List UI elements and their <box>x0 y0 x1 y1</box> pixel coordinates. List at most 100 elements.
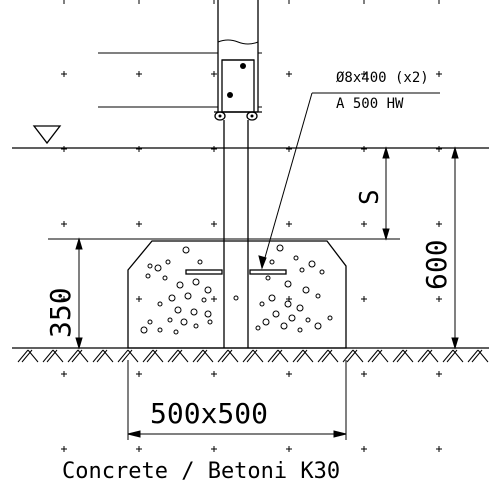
ground-hatch-mark <box>317 349 339 363</box>
grid-marks <box>61 0 442 452</box>
ground-hatch-mark <box>367 349 389 363</box>
rebar-spec-label: Ø8x400 (x2) <box>336 70 429 86</box>
aggregate-stone <box>314 322 322 330</box>
post <box>217 0 259 113</box>
grid-cross <box>436 371 442 377</box>
ground-hatch-mark <box>42 349 64 363</box>
aggregate-stone <box>180 318 188 326</box>
ground-hatch-mark <box>117 349 139 363</box>
grid-cross <box>61 371 67 377</box>
pole-shaft <box>223 120 249 348</box>
aggregate-stone <box>204 310 212 318</box>
grid-cross <box>436 71 442 77</box>
aggregate-stone <box>255 325 261 331</box>
grid-cross <box>361 371 367 377</box>
aggregate-stone <box>167 317 173 323</box>
grid-cross <box>136 221 142 227</box>
aggregate-stone <box>299 267 305 273</box>
aggregate-stone <box>140 326 148 334</box>
grid-cross <box>211 446 217 452</box>
base-plate <box>214 111 262 121</box>
grid-cross <box>361 296 367 302</box>
aggregate-stone <box>174 306 182 314</box>
grid-cross <box>61 146 67 152</box>
ground-hatch-mark <box>342 349 364 363</box>
ground-hatch-mark <box>167 349 189 363</box>
ground-hatch-mark <box>242 349 264 363</box>
aggregate-stone <box>176 281 184 289</box>
grid-cross <box>136 146 142 152</box>
rebar-leader <box>258 92 440 270</box>
grid-cross <box>361 221 367 227</box>
grid-cross <box>286 71 292 77</box>
aggregate-stone <box>173 329 179 335</box>
grid-cross <box>286 221 292 227</box>
aggregate-stone <box>157 301 163 307</box>
aggregate-stone <box>201 297 207 303</box>
grid-cross <box>361 446 367 452</box>
aggregate-stone <box>297 327 303 333</box>
grid-cross <box>436 296 442 302</box>
grid-cross <box>211 146 217 152</box>
aggregate-stone <box>315 293 321 299</box>
grid-cross <box>211 296 217 302</box>
grid-cross <box>211 371 217 377</box>
ground-hatch-mark <box>92 349 114 363</box>
dimension-500 <box>127 360 347 440</box>
aggregate-stone <box>288 314 296 322</box>
aggregate-stone <box>268 294 276 302</box>
grid-cross <box>136 446 142 452</box>
ground-hatch-mark <box>442 349 464 363</box>
grid-cross <box>61 71 67 77</box>
aggregate-stone <box>190 308 198 316</box>
grid-cross <box>286 446 292 452</box>
aggregate-stone <box>168 294 176 302</box>
aggregate-stone <box>319 269 325 275</box>
aggregate-stone <box>293 255 299 261</box>
grid-cross <box>61 221 67 227</box>
aggregate-stone <box>207 319 213 325</box>
concrete-block <box>127 240 347 349</box>
dimension-350-label: 350 <box>44 287 77 338</box>
grid-cross <box>436 146 442 152</box>
ground-hatch-mark <box>292 349 314 363</box>
grid-cross <box>436 446 442 452</box>
reference-lines <box>98 52 262 108</box>
grid-cross <box>286 371 292 377</box>
aggregate-stone <box>165 259 171 265</box>
aggregate-stone <box>284 300 292 308</box>
grid-cross <box>361 146 367 152</box>
aggregate-stone <box>305 317 311 323</box>
aggregate-stone <box>269 259 275 265</box>
ground-hatch-mark <box>142 349 164 363</box>
aggregate-stone <box>162 275 168 281</box>
grid-cross <box>211 221 217 227</box>
aggregate-stone <box>259 301 265 307</box>
grid-cross <box>61 296 67 302</box>
aggregate-stone <box>204 286 212 294</box>
dimension-s-label: S <box>355 189 385 205</box>
ground-hatch-mark <box>217 349 239 363</box>
aggregate-stone <box>296 304 304 312</box>
aggregate-stone <box>157 327 163 333</box>
ground <box>12 347 489 363</box>
grid-cross <box>61 446 67 452</box>
dimension-600 <box>451 146 459 350</box>
aggregate-stone <box>272 310 280 318</box>
aggregate-stone <box>147 319 153 325</box>
level-marker <box>12 125 489 149</box>
dimension-600-label: 600 <box>420 239 453 290</box>
ground-hatch-mark <box>417 349 439 363</box>
aggregate-stone <box>193 323 199 329</box>
dimension-350 <box>75 237 83 350</box>
dimension-s <box>382 146 390 241</box>
grid-cross <box>361 71 367 77</box>
aggregate-stone <box>197 259 203 265</box>
grid-cross <box>436 221 442 227</box>
aggregate-stone <box>327 315 333 321</box>
dimension-500-label: 500x500 <box>150 397 268 430</box>
grid-cross <box>211 71 217 77</box>
aggregate-stone <box>192 278 200 286</box>
grid-cross <box>136 296 142 302</box>
